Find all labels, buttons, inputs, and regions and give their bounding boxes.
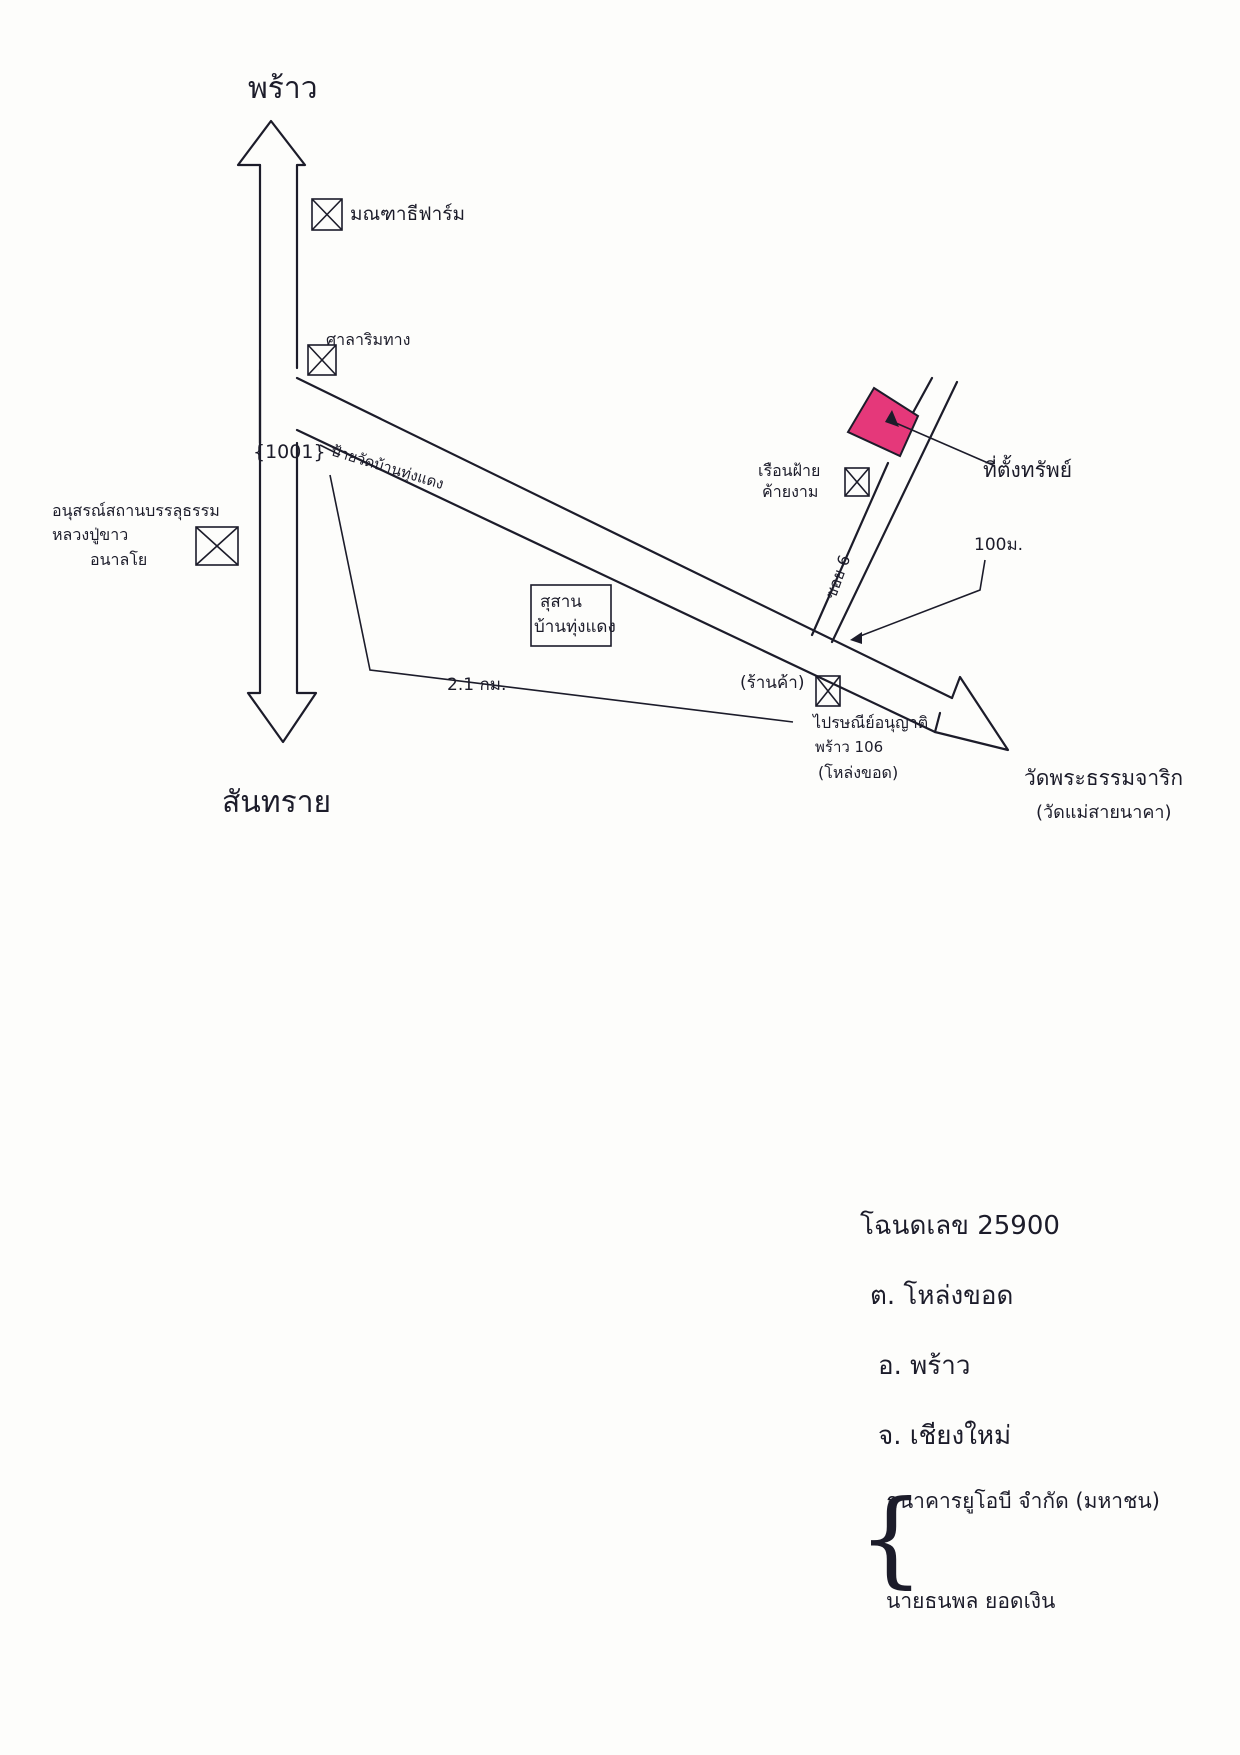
property-label: ที่ตั้งทรัพย์	[983, 455, 1072, 482]
deed-number: โฉนดเลข 25900	[860, 1211, 1060, 1241]
south-label: สันทราย	[222, 785, 331, 820]
distance-2km-label: 2.1 กม.	[447, 675, 506, 695]
temple-east-label-2: (วัดแม่สายนาคา)	[1036, 802, 1172, 823]
main-road-north-south	[236, 119, 318, 744]
sala-box	[307, 344, 337, 376]
distance-100m-line	[850, 559, 986, 644]
district: อ. พร้าว	[878, 1351, 971, 1381]
monument-label-2: หลวงปู่ขาว	[52, 525, 128, 545]
farm-label: มณฑาธีฟาร์ม	[350, 203, 465, 225]
soi-label: ซอย 6	[821, 552, 854, 601]
farm-box	[311, 198, 343, 231]
subdistrict: ต. โหล่งขอด	[870, 1281, 1014, 1311]
house-box	[844, 467, 870, 497]
temple-east-label-1: วัดพระธรรมจาริก	[1024, 766, 1183, 790]
monument-box	[195, 526, 239, 566]
road-number-label: {1001}	[253, 441, 326, 463]
monument-label-3: อนาลโย	[90, 550, 147, 569]
temple-sign-label: ป้ายวัดบ้านทุ่งแดง	[329, 442, 446, 494]
cemetery-box	[530, 584, 612, 647]
sala-label: ศาลาริมทาง	[326, 330, 410, 349]
owner-name: นายธนพล ยอดเงิน	[886, 1589, 1056, 1613]
province: จ. เชียงใหม่	[878, 1421, 1012, 1451]
bank-owner-block: { ธนาคารยูโอบี จำกัด (มหาชน) นายธนพล ยอด…	[858, 1480, 1238, 1620]
house-label-1: เรือนฝ้าย	[758, 461, 820, 480]
post-label-1: ไปรษณีย์อนุญาติ	[811, 713, 928, 733]
post-office-box	[815, 675, 841, 707]
shop-label: (ร้านค้า)	[740, 673, 804, 693]
diagonal-road	[295, 376, 1010, 752]
north-label: พร้าว	[248, 71, 318, 106]
post-label-2: พร้าว 106	[815, 738, 883, 756]
distance-100m-label: 100ม.	[974, 535, 1023, 555]
property-marker	[846, 386, 996, 467]
house-label-2: ค้ายงาม	[762, 482, 818, 501]
bank-name: ธนาคารยูโอบี จำกัด (มหาชน)	[886, 1489, 1160, 1513]
distance-2km-line	[319, 444, 794, 723]
post-label-3: (โหล่งขอด)	[818, 763, 898, 782]
property-notes: โฉนดเลข 25900 ต. โหล่งขอด อ. พร้าว จ. เช…	[860, 1205, 1220, 1485]
cemetery-label-2: บ้านทุ่งแดง	[534, 617, 616, 637]
cemetery-label-1: สุสาน	[540, 592, 582, 612]
monument-label-1: อนุสรณ์สถานบรรลุธรรม	[52, 501, 220, 521]
brace-symbol: {	[858, 1477, 925, 1599]
